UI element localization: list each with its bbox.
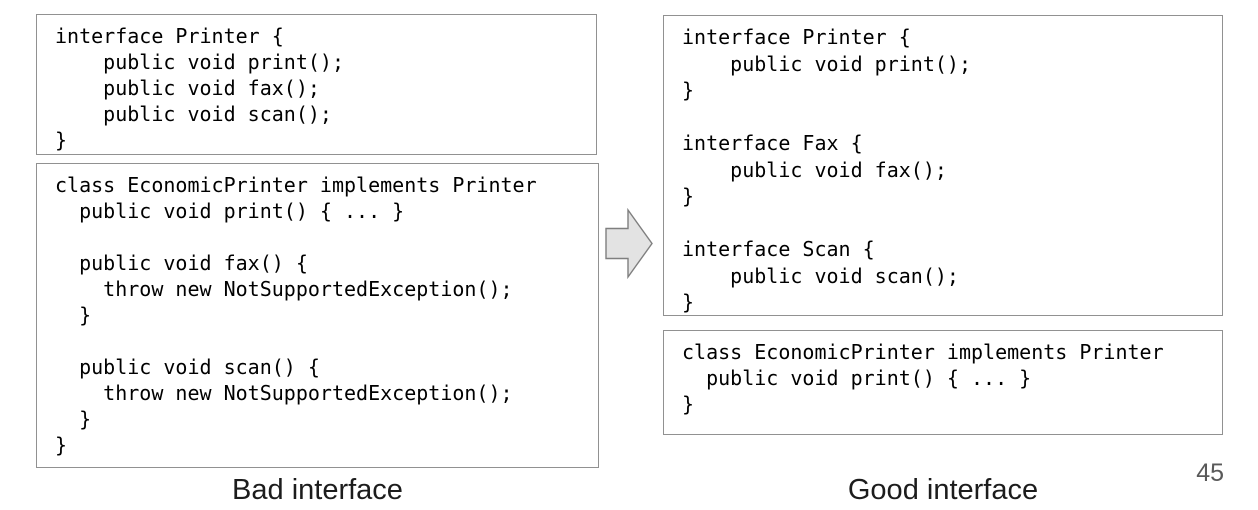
transform-arrow-icon	[605, 207, 655, 280]
good-class-code-box: class EconomicPrinter implements Printer…	[663, 330, 1223, 435]
good-interfaces-code-box: interface Printer { public void print();…	[663, 15, 1223, 316]
bad-class-code-box: class EconomicPrinter implements Printer…	[36, 163, 599, 468]
good-interface-caption: Good interface	[847, 474, 1039, 506]
bad-interface-code-box: interface Printer { public void print();…	[36, 14, 597, 155]
page-number: 45	[1196, 459, 1224, 487]
bad-interface-caption: Bad interface	[232, 474, 403, 506]
